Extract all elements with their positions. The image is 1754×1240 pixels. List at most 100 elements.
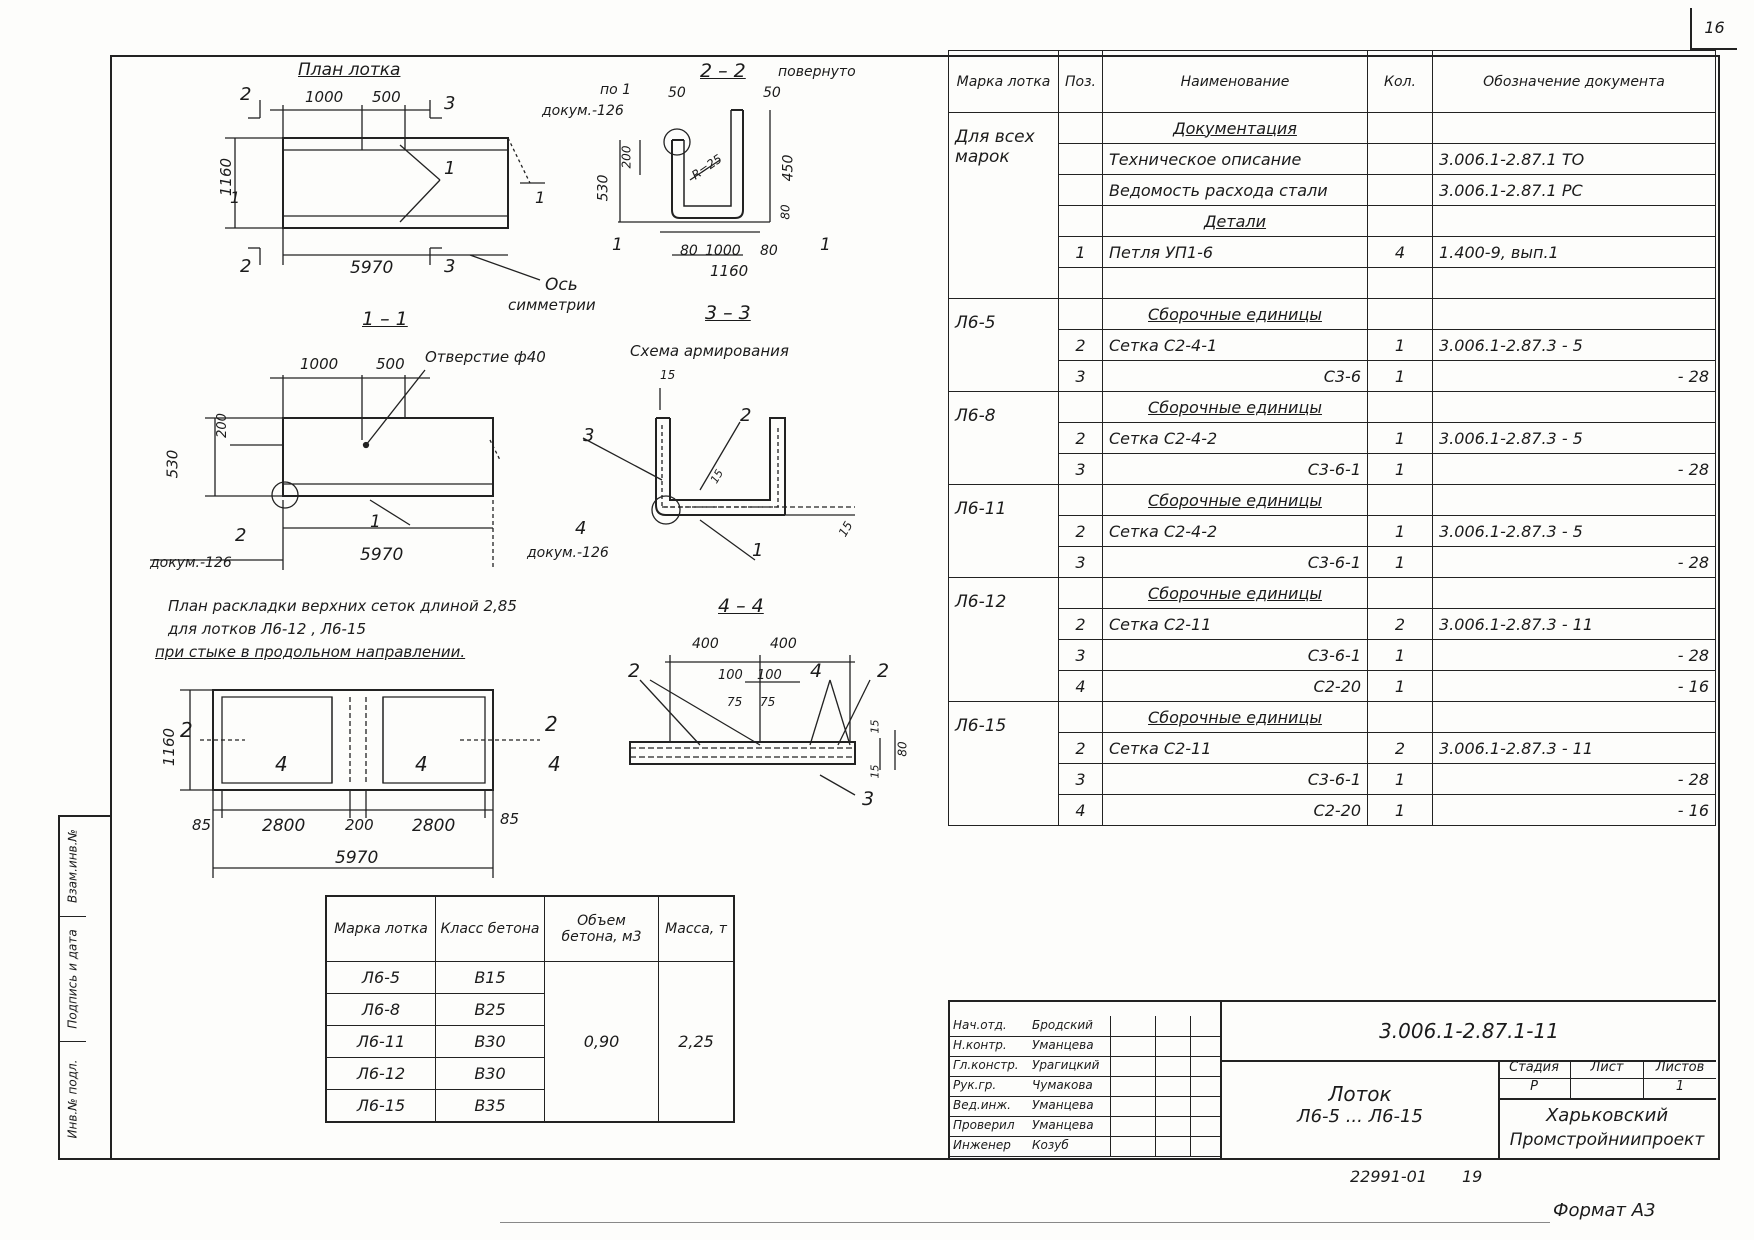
spec-pos-cell: 3 bbox=[1058, 546, 1103, 578]
spec-pos-cell bbox=[1058, 205, 1103, 237]
s11-doc-ref: докум.-126 bbox=[150, 555, 232, 571]
plan-dim-500: 500 bbox=[372, 88, 401, 106]
document-title-line1: Лоток bbox=[1328, 1082, 1392, 1106]
spec-qty-cell bbox=[1367, 143, 1433, 175]
concrete-mass-cell: 2,25 bbox=[658, 961, 735, 1123]
spec-header-qty: Кол. bbox=[1367, 50, 1433, 113]
spec-doc-cell bbox=[1432, 298, 1716, 330]
s22-dim-80: 80 bbox=[778, 204, 793, 220]
spec-doc-cell bbox=[1432, 205, 1716, 237]
spec-pos-cell: 2 bbox=[1058, 329, 1103, 361]
s33-position-1: 1 bbox=[752, 540, 764, 561]
s33-position-3: 3 bbox=[583, 425, 595, 446]
spec-pos-cell: 1 bbox=[1058, 236, 1103, 268]
role-divider bbox=[1190, 1056, 1191, 1076]
sheet-value bbox=[1571, 1079, 1644, 1098]
sheets-label: Листов bbox=[1644, 1060, 1716, 1079]
drawing-frame bbox=[110, 55, 1720, 1160]
plan-view-title: План лотка bbox=[298, 60, 401, 80]
title-block-role-row: Рук.гр. Чумакова bbox=[950, 1076, 1220, 1097]
spec-qty-cell bbox=[1367, 174, 1433, 206]
role-title: Проверил bbox=[953, 1118, 1015, 1132]
spec-pos-cell: 3 bbox=[1058, 639, 1103, 671]
spec-qty-cell: 1 bbox=[1367, 422, 1433, 454]
spec-qty-cell bbox=[1367, 112, 1433, 144]
s22-cut-1-right: 1 bbox=[820, 235, 831, 255]
spec-mark-cell: Для всех марок bbox=[948, 112, 1059, 299]
s44-position-2-left: 2 bbox=[628, 660, 641, 682]
layout-mark-4-c: 4 bbox=[548, 752, 561, 776]
spec-name-cell: С2-20 bbox=[1102, 670, 1368, 702]
spec-pos-cell bbox=[1058, 484, 1103, 516]
document-code: 3.006.1-2.87.1-11 bbox=[1222, 1002, 1716, 1062]
spec-qty-cell: 1 bbox=[1367, 670, 1433, 702]
plan-cut-2-bottom: 2 bbox=[240, 256, 252, 277]
s44-dim-100a: 100 bbox=[718, 668, 743, 683]
specification-table: Марка лотка Поз. Наименование Кол. Обозн… bbox=[948, 50, 1716, 826]
role-divider bbox=[1110, 1016, 1111, 1036]
role-divider bbox=[1155, 1016, 1156, 1036]
s11-dim-200: 200 bbox=[214, 413, 230, 438]
spec-name-cell: Сборочные единицы bbox=[1102, 577, 1368, 609]
role-divider bbox=[1190, 1036, 1191, 1056]
spec-doc-cell: 3.006.1-2.87.3 - 5 bbox=[1432, 515, 1716, 547]
spec-doc-cell: - 28 bbox=[1432, 546, 1716, 578]
spec-pos-cell: 3 bbox=[1058, 763, 1103, 795]
spec-doc-cell bbox=[1432, 391, 1716, 423]
layout-dim-2800b: 2800 bbox=[412, 816, 456, 836]
spec-qty-cell: 1 bbox=[1367, 329, 1433, 361]
spec-doc-cell: - 28 bbox=[1432, 453, 1716, 485]
plan-dim-1000: 1000 bbox=[305, 88, 344, 106]
spec-name-cell: Сборочные единицы bbox=[1102, 701, 1368, 733]
spec-qty-cell: 1 bbox=[1367, 515, 1433, 547]
spec-pos-cell: 3 bbox=[1058, 453, 1103, 485]
role-title: Инженер bbox=[953, 1138, 1011, 1152]
spec-qty-cell: 1 bbox=[1367, 794, 1433, 826]
role-divider bbox=[1155, 1036, 1156, 1056]
concrete-class-cell: В30 bbox=[435, 1025, 545, 1058]
role-divider bbox=[1190, 1136, 1191, 1156]
document-title: Лоток Л6-5 ... Л6-15 bbox=[1222, 1060, 1500, 1158]
concrete-mark-cell: Л6-8 bbox=[325, 993, 436, 1026]
role-divider bbox=[1110, 1076, 1111, 1096]
section-2-2-ref-1: по 1 bbox=[600, 82, 632, 98]
organization-line2: Промстройниипроект bbox=[1509, 1130, 1705, 1150]
spec-pos-cell: 2 bbox=[1058, 732, 1103, 764]
plan-cut-1-left: 1 bbox=[230, 188, 241, 207]
spec-doc-cell: 3.006.1-2.87.3 - 5 bbox=[1432, 422, 1716, 454]
s11-position-2: 2 bbox=[235, 525, 247, 546]
spec-name-cell: Техническое описание bbox=[1102, 143, 1368, 175]
concrete-header-class: Класс бетона bbox=[435, 895, 545, 962]
document-title-line2: Л6-5 ... Л6-15 bbox=[1297, 1106, 1423, 1127]
spec-doc-cell: 3.006.1-2.87.3 - 11 bbox=[1432, 732, 1716, 764]
spec-doc-cell: 1.400-9, вып.1 bbox=[1432, 236, 1716, 268]
plan-dim-5970: 5970 bbox=[350, 258, 394, 278]
role-person: Чумакова bbox=[1032, 1078, 1093, 1092]
spec-name-cell: Сетка С2-4-2 bbox=[1102, 422, 1368, 454]
spec-name-cell: С3-6-1 bbox=[1102, 453, 1368, 485]
spec-qty-cell: 2 bbox=[1367, 608, 1433, 640]
layout-dim-85a: 85 bbox=[192, 816, 212, 834]
strip-cell-replace: Взам.инв.№ bbox=[60, 817, 86, 917]
spec-name-cell: С3-6-1 bbox=[1102, 639, 1368, 671]
sheets-value: 1 bbox=[1675, 1079, 1685, 1094]
role-divider bbox=[1110, 1116, 1111, 1136]
plan-cut-1-right: 1 bbox=[535, 188, 546, 207]
s22-dim-50b: 50 bbox=[763, 85, 781, 101]
role-divider bbox=[1155, 1056, 1156, 1076]
role-title: Рук.гр. bbox=[953, 1078, 997, 1092]
role-divider bbox=[1190, 1076, 1191, 1096]
spec-doc-cell: 3.006.1-2.87.3 - 5 bbox=[1432, 329, 1716, 361]
plan-position-1: 1 bbox=[444, 158, 456, 179]
organization-line1: Харьковский bbox=[1545, 1105, 1669, 1126]
role-person: Уманцева bbox=[1032, 1098, 1094, 1112]
spec-doc-cell: - 16 bbox=[1432, 794, 1716, 826]
spec-name-cell: Сетка С2-4-2 bbox=[1102, 515, 1368, 547]
s22-dim-200: 200 bbox=[619, 145, 634, 169]
